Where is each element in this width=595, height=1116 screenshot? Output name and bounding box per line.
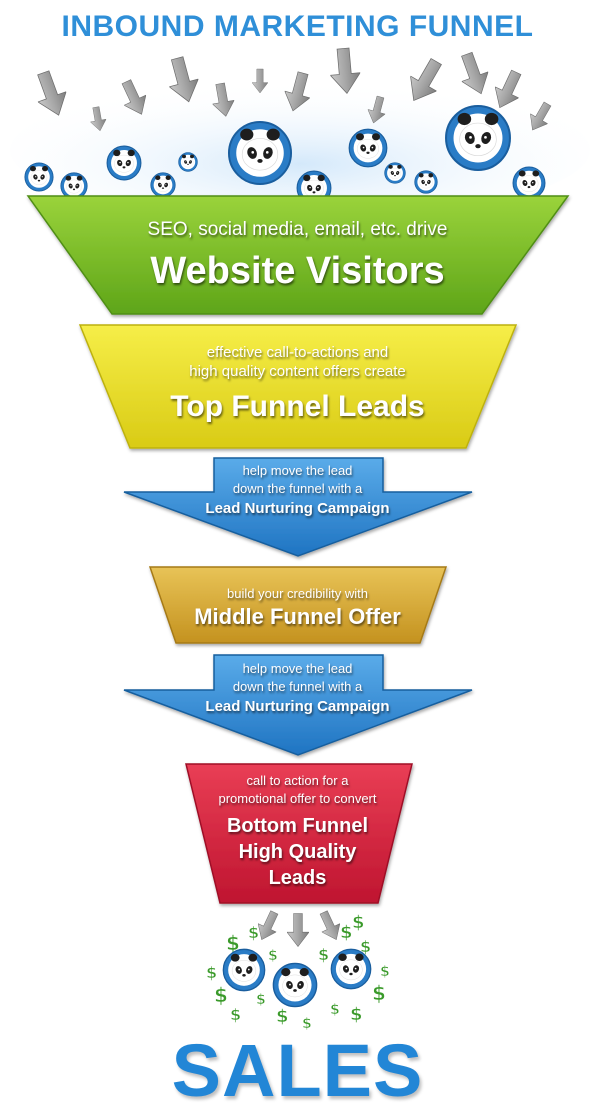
dollar-sign-icon: $ xyxy=(230,1005,241,1024)
dollar-sign-icon: $ xyxy=(330,1002,340,1018)
panda-lead-icon xyxy=(330,948,372,990)
down-arrow-icon xyxy=(287,913,309,947)
visitors-title: Website Visitors xyxy=(150,250,445,292)
bottom-funnel-subtitle-2: promotional offer to convert xyxy=(218,791,377,806)
dollar-sign-icon: $ xyxy=(318,945,329,964)
dollar-sign-icon: $ xyxy=(380,964,390,980)
panda-lead-icon xyxy=(227,120,293,186)
nurture-1-line-3: Lead Nurturing Campaign xyxy=(205,500,390,517)
top-funnel-subtitle-1: effective call-to-actions and xyxy=(206,344,389,361)
bottom-funnel-title-2: High Quality xyxy=(238,841,357,863)
panda-lead-icon xyxy=(445,105,511,171)
dollar-sign-icon: $ xyxy=(352,912,365,933)
dollar-sign-icon: $ xyxy=(214,983,228,1007)
nurture-2-line-2: down the funnel with a xyxy=(232,679,363,694)
nurture-arrow-2 xyxy=(123,654,473,756)
nurture-arrow-1 xyxy=(123,457,473,557)
panda-lead-icon xyxy=(414,170,438,194)
panda-lead-icon xyxy=(512,166,546,200)
dollar-sign-icon: $ xyxy=(360,937,371,956)
dollar-sign-icon: $ xyxy=(256,992,266,1008)
panda-lead-icon xyxy=(384,162,406,184)
top-funnel-title: Top Funnel Leads xyxy=(170,390,425,423)
top-funnel-subtitle-2: high quality content offers create xyxy=(189,363,406,380)
stage-top-funnel-leads xyxy=(78,324,518,449)
nurture-1-line-1: help move the lead xyxy=(242,463,353,478)
visitors-subtitle: SEO, social media, email, etc. drive xyxy=(147,219,448,240)
page-title: INBOUND MARKETING FUNNEL xyxy=(61,10,534,43)
money-symbols: $ $ $ $ $ $ $ $ $ $ $ $ $ $ $ $ $ xyxy=(206,912,390,1033)
stage-bottom-funnel-leads xyxy=(185,763,413,904)
panda-lead-icon xyxy=(24,162,54,192)
stage-website-visitors xyxy=(26,195,570,315)
panda-lead-icon xyxy=(106,145,142,181)
down-arrow-icon xyxy=(453,49,495,99)
sales-label: SALES xyxy=(171,1029,424,1112)
dollar-sign-icon: $ xyxy=(226,931,240,955)
panda-lead-icon xyxy=(272,962,318,1008)
nurture-2-line-3: Lead Nurturing Campaign xyxy=(205,698,390,715)
panda-lead-icon xyxy=(348,128,388,168)
sales-arrows xyxy=(252,907,346,947)
nurture-1-line-2: down the funnel with a xyxy=(232,481,363,496)
sales-leads xyxy=(222,948,372,1008)
panda-lead-icon xyxy=(178,152,198,172)
dollar-sign-icon: $ xyxy=(248,923,259,942)
dollar-sign-icon: $ xyxy=(268,948,278,964)
dollar-sign-icon: $ xyxy=(276,1006,289,1027)
middle-funnel-subtitle: build your credibility with xyxy=(227,586,368,601)
middle-funnel-title: Middle Funnel Offer xyxy=(194,604,401,629)
dollar-sign-icon: $ xyxy=(372,981,386,1005)
bottom-funnel-subtitle-1: call to action for a xyxy=(246,773,349,788)
dollar-sign-icon: $ xyxy=(302,1016,312,1032)
dollar-sign-icon: $ xyxy=(350,1004,363,1025)
dollar-sign-icon: $ xyxy=(340,922,353,943)
dollar-sign-icon: $ xyxy=(206,963,217,982)
nurture-2-line-1: help move the lead xyxy=(242,661,353,676)
panda-lead-icon xyxy=(222,948,266,992)
panda-lead-icon xyxy=(60,172,88,200)
bottom-funnel-title-3: Leads xyxy=(268,867,327,889)
stage-middle-funnel-offer xyxy=(148,566,448,644)
panda-lead-icon xyxy=(150,172,176,198)
bottom-funnel-title-1: Bottom Funnel xyxy=(226,815,369,837)
